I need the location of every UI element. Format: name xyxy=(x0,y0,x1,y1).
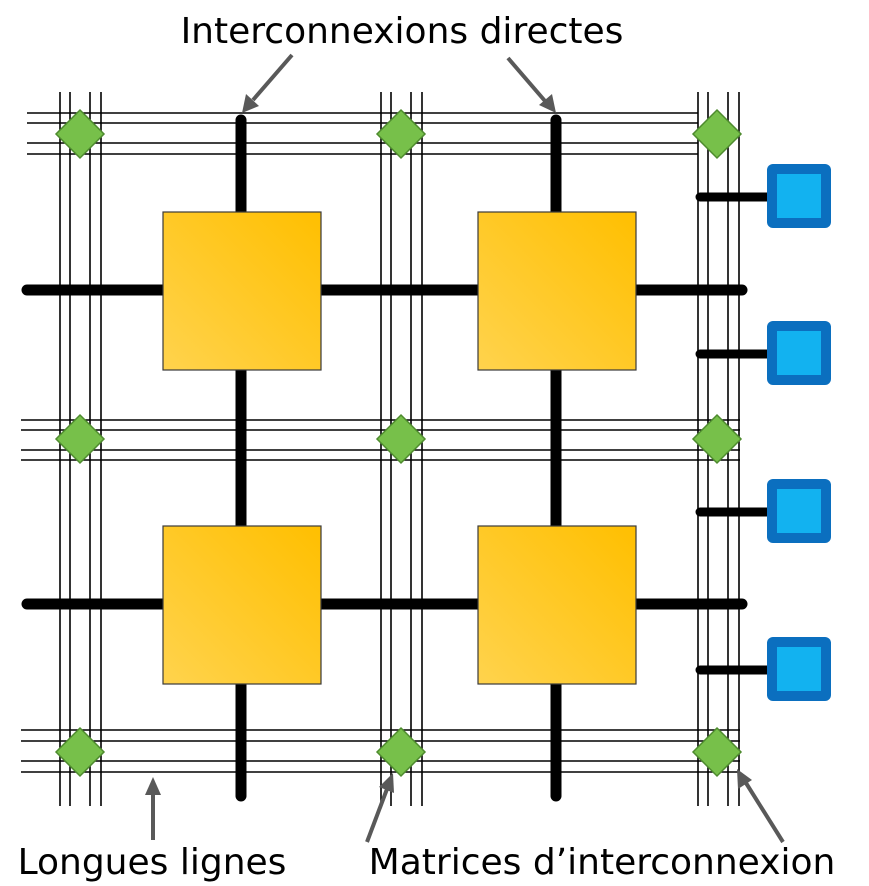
io-block xyxy=(767,479,831,543)
switch-matrix xyxy=(375,413,427,465)
logic-block xyxy=(477,525,637,685)
switch-matrix xyxy=(375,108,427,160)
io-block-core xyxy=(777,331,821,375)
io-block xyxy=(767,637,831,701)
arrow-direct-left xyxy=(251,53,294,102)
label-switch-matrices: Matrices d’interconnexion xyxy=(369,842,836,883)
label-long-lines: Longues lignes xyxy=(18,842,287,883)
arrow-switch-right xyxy=(744,781,785,844)
switch-matrices-group xyxy=(54,108,743,778)
label-direct-interconnects: Interconnexions directes xyxy=(181,11,624,52)
pointer-arrows-group xyxy=(145,53,785,844)
arrowhead-long-lines xyxy=(145,777,161,795)
switch-matrix xyxy=(54,108,106,160)
logic-block xyxy=(162,525,322,685)
switch-matrix xyxy=(691,108,743,160)
switch-matrix xyxy=(54,726,106,778)
logic-block xyxy=(162,211,322,371)
switch-matrix xyxy=(54,413,106,465)
logic-blocks-group xyxy=(162,211,637,685)
arrowhead-switch-right xyxy=(737,769,752,789)
switch-matrix xyxy=(375,726,427,778)
io-block xyxy=(767,321,831,385)
switch-matrix xyxy=(691,413,743,465)
switch-matrix xyxy=(691,726,743,778)
io-block-core xyxy=(777,174,821,218)
arrowhead-switch-center xyxy=(379,773,394,793)
arrowhead-direct-right xyxy=(539,94,556,113)
arrow-switch-center xyxy=(365,788,389,843)
io-block xyxy=(767,164,831,228)
logic-block xyxy=(477,211,637,371)
io-blocks-group xyxy=(767,164,831,701)
io-block-core xyxy=(777,647,821,691)
long-lines-group xyxy=(21,92,740,806)
arrowhead-direct-left xyxy=(242,94,259,113)
io-block-core xyxy=(777,489,821,533)
arrow-direct-right xyxy=(506,56,547,103)
